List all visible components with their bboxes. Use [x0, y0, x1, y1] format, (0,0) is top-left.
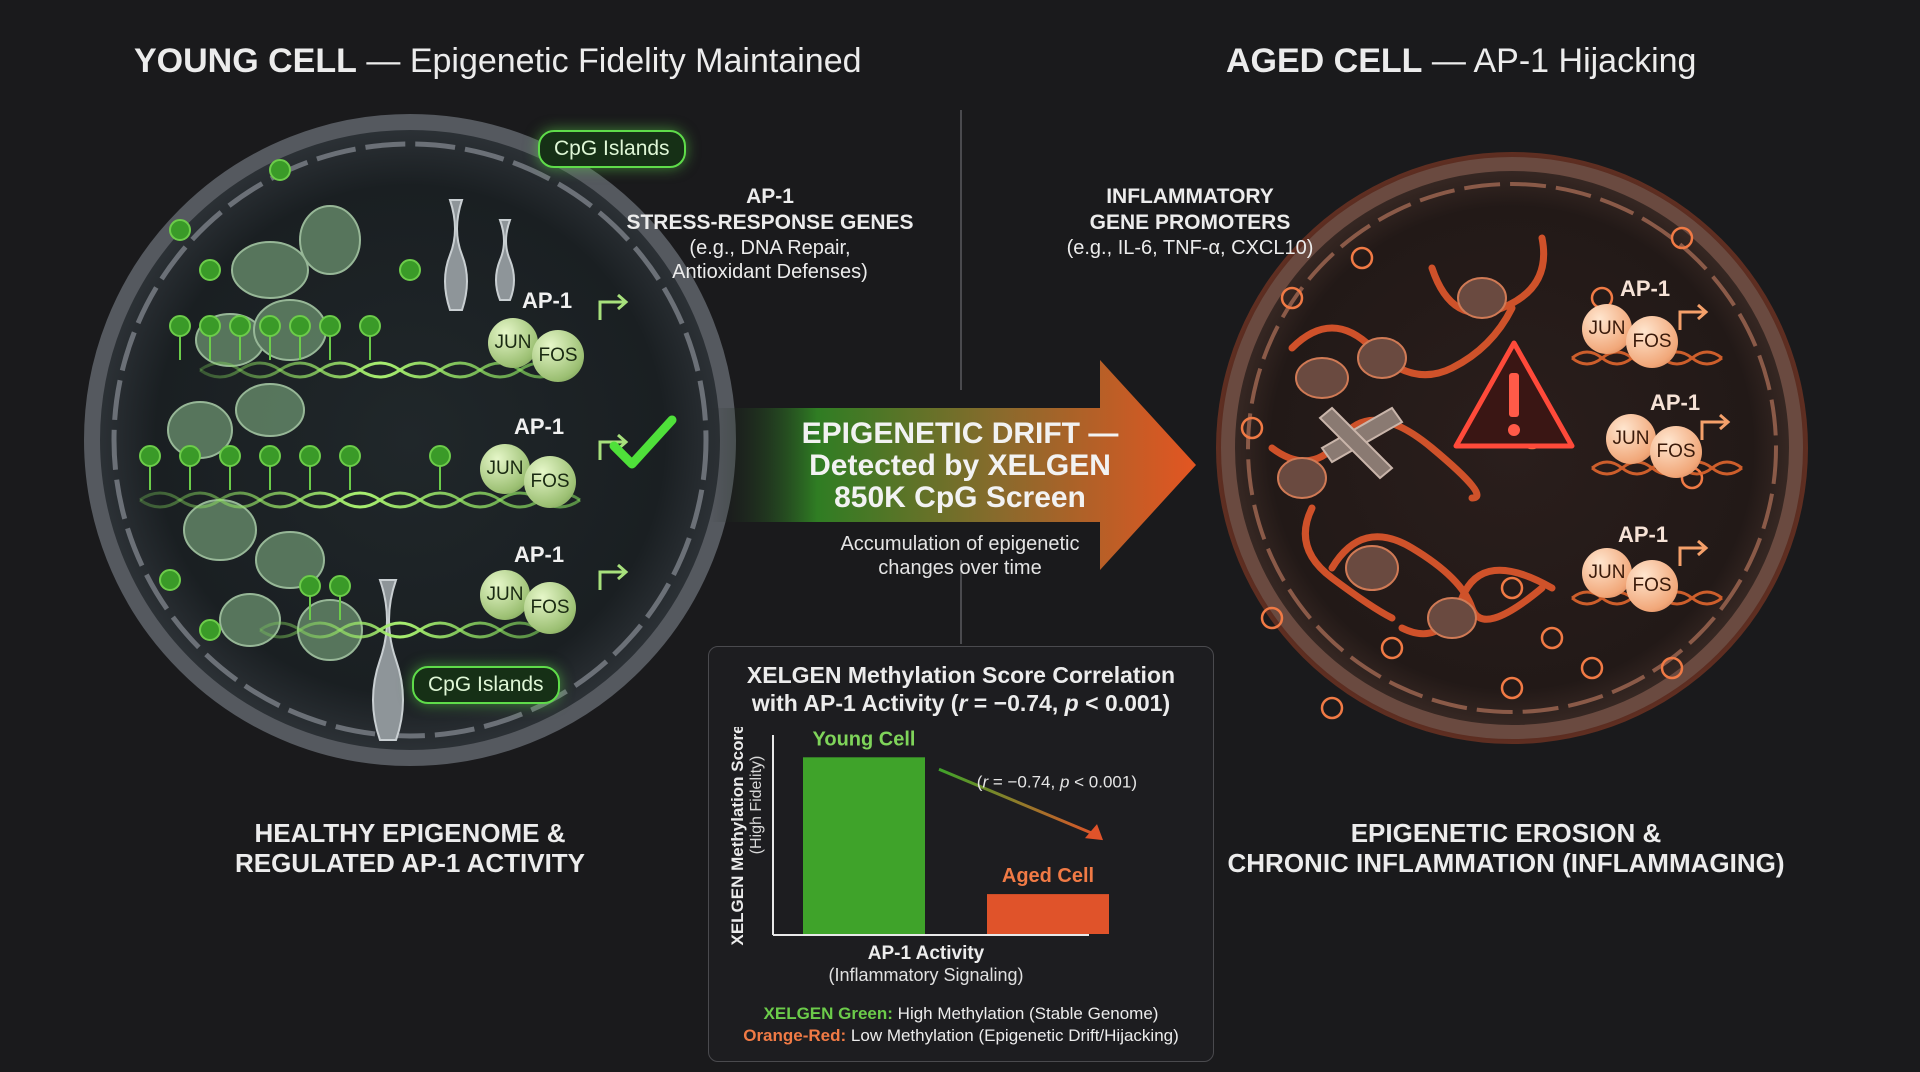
drift-line1: EPIGENETIC DRIFT —	[801, 417, 1119, 450]
jun-ball-young-3: JUN	[480, 570, 530, 620]
left-title-rest: Epigenetic Fidelity Maintained	[409, 42, 862, 80]
legend-orange: Orange-Red: Low Methylation (Epigenetic …	[709, 1025, 1213, 1047]
jun-ball-aged-2: JUN	[1606, 414, 1656, 464]
right-caption-line2: CHRONIC INFLAMMATION (INFLAMMAGING)	[1227, 848, 1785, 878]
chart-title-line2: with AP-1 Activity (r = −0.74, p < 0.001…	[709, 689, 1213, 717]
chart-title-2b: = −0.74,	[967, 690, 1065, 716]
stress-genes-label: AP-1 STRESS-RESPONSE GENES (e.g., DNA Re…	[620, 184, 920, 284]
left-title-bold: YOUNG CELL	[134, 42, 357, 80]
right-title-rest: AP-1 Hijacking	[1473, 42, 1697, 80]
stress-genes-examples-1: (e.g., DNA Repair,	[689, 237, 851, 259]
drift-line3: 850K CpG Screen	[834, 481, 1086, 514]
fos-ball-young-1: FOS	[532, 330, 584, 382]
divider-top	[960, 110, 962, 390]
fos-ball-young-2: FOS	[524, 456, 576, 508]
left-title: YOUNG CELL — Epigenetic Fidelity Maintai…	[134, 42, 862, 81]
legend-green: XELGEN Green: High Methylation (Stable G…	[709, 1003, 1213, 1025]
drift-sub-line1: Accumulation of epigenetic	[840, 533, 1080, 555]
jun-ball-young-2: JUN	[480, 444, 530, 494]
bar-label-aged-cell: Aged Cell	[1002, 865, 1094, 887]
ap1-label-young-1: AP-1	[522, 288, 573, 313]
inflammatory-promoters-label: INFLAMMATORY GENE PROMOTERS (e.g., IL-6,…	[1040, 184, 1340, 260]
drift-arrow-icon	[710, 360, 1196, 570]
chart-title-2c: < 0.001)	[1078, 690, 1171, 716]
left-caption-line1: HEALTHY EPIGENOME &	[254, 818, 566, 848]
fos-ball-aged-2: FOS	[1650, 426, 1702, 478]
legend-green-text: High Methylation (Stable Genome)	[892, 1004, 1159, 1023]
annotation-part: < 0.001)	[1069, 772, 1137, 791]
chart-title: XELGEN Methylation Score Correlation wit…	[709, 661, 1213, 717]
left-title-dash: —	[366, 42, 401, 80]
left-caption: HEALTHY EPIGENOME & REGULATED AP-1 ACTIV…	[190, 818, 630, 878]
legend-orange-key: Orange-Red:	[743, 1026, 847, 1045]
ap1-label-aged-1: AP-1	[1620, 276, 1671, 301]
chart-title-p: p	[1064, 690, 1079, 716]
fos-ball-aged-3: FOS	[1626, 560, 1678, 612]
stress-genes-line1: AP-1	[746, 185, 794, 208]
chart-title-r: r	[958, 690, 968, 716]
right-caption-line1: EPIGENETIC EROSION &	[1350, 818, 1662, 848]
fos-ball-aged-1: FOS	[1626, 316, 1678, 368]
annotation-part: (	[977, 772, 983, 791]
chart-title-2a: with AP-1 Activity (	[751, 690, 959, 716]
warning-icon	[1453, 340, 1575, 449]
cpg-islands-pill-top: CpG Islands	[538, 130, 686, 168]
annotation-part: p	[1059, 772, 1069, 791]
check-icon	[609, 415, 677, 469]
ap1-label-aged-2: AP-1	[1650, 390, 1701, 415]
promoters-line1: INFLAMMATORY	[1106, 185, 1274, 208]
stress-genes-examples-2: Antioxidant Defenses)	[672, 261, 868, 283]
stress-genes-line2: STRESS-RESPONSE GENES	[626, 211, 914, 234]
bar-young-cell	[803, 757, 925, 934]
drift-subtitle: Accumulation of epigenetic changes over …	[800, 532, 1120, 580]
promoters-examples: (e.g., IL-6, TNF-α, CXCL10)	[1066, 237, 1314, 259]
ap1-label-young-3: AP-1	[514, 542, 565, 567]
divider-bottom	[960, 560, 962, 644]
chart-legend: XELGEN Green: High Methylation (Stable G…	[709, 1003, 1213, 1047]
ap1-label-aged-3: AP-1	[1618, 522, 1669, 547]
drift-sub-line2: changes over time	[878, 557, 1042, 579]
promoters-line2: GENE PROMOTERS	[1089, 211, 1291, 234]
trend-arrow-head	[1085, 824, 1103, 841]
trend-arrow-line	[938, 767, 1100, 838]
x-axis-label: AP-1 Activity	[868, 943, 985, 964]
jun-ball-aged-3: JUN	[1582, 548, 1632, 598]
annotation-part: = −0.74,	[988, 772, 1060, 791]
ap1-label-young-2: AP-1	[514, 414, 565, 439]
correlation-annotation: (r = −0.74, p < 0.001)	[977, 772, 1137, 791]
jun-ball-aged-1: JUN	[1582, 304, 1632, 354]
methylation-chart-panel: XELGEN Methylation Score Correlation wit…	[708, 646, 1214, 1062]
legend-green-key: XELGEN Green:	[763, 1004, 893, 1023]
legend-orange-text: Low Methylation (Epigenetic Drift/Hijack…	[846, 1026, 1179, 1045]
fos-ball-young-3: FOS	[524, 582, 576, 634]
right-caption: EPIGENETIC EROSION & CHRONIC INFLAMMATIO…	[1226, 818, 1786, 878]
right-title-bold: AGED CELL	[1226, 42, 1423, 80]
annotation-part: r	[982, 772, 989, 791]
y-axis-label: XELGEN Methylation Score	[728, 727, 747, 946]
drift-label: EPIGENETIC DRIFT — Detected by XELGEN 85…	[780, 418, 1140, 514]
bar-aged-cell	[987, 894, 1109, 934]
bar-label-young-cell: Young Cell	[813, 728, 916, 750]
jun-ball-young-1: JUN	[488, 318, 538, 368]
drift-line2: Detected by XELGEN	[809, 449, 1111, 482]
right-title-dash: —	[1431, 42, 1466, 80]
y-axis-sublabel: (High Fidelity)	[748, 756, 765, 855]
left-caption-line2: REGULATED AP-1 ACTIVITY	[234, 848, 586, 878]
right-title: AGED CELL — AP-1 Hijacking	[1226, 42, 1696, 81]
cpg-islands-pill-bottom: CpG Islands	[412, 666, 560, 704]
chart-title-line1: XELGEN Methylation Score Correlation	[746, 662, 1176, 688]
x-axis-sublabel: (Inflammatory Signaling)	[828, 965, 1023, 985]
